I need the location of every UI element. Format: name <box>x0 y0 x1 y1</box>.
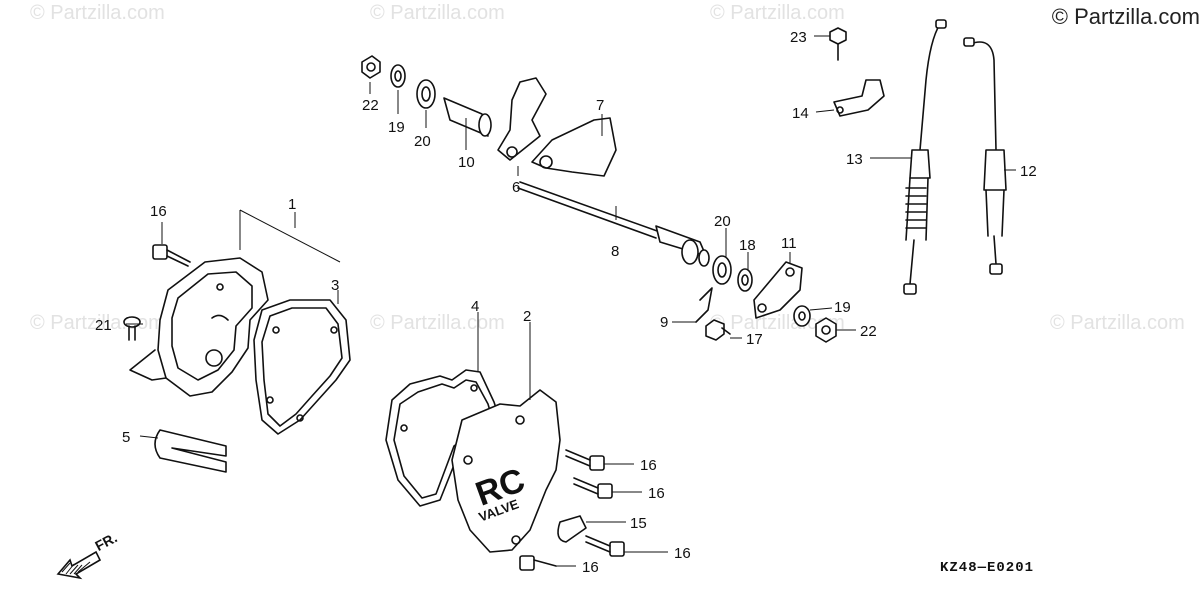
part-washer-19[interactable] <box>793 305 811 327</box>
copyright-notice: © Partzilla.com <box>1051 4 1200 29</box>
callout-16: 16 <box>582 559 599 576</box>
callout-3: 3 <box>331 277 339 294</box>
part-bolt-16[interactable] <box>585 535 625 557</box>
part-gasket-3[interactable] <box>253 299 351 435</box>
part-washer-18[interactable] <box>737 268 753 292</box>
callout-16: 16 <box>640 457 657 474</box>
callout-11: 11 <box>781 235 797 252</box>
front-label: FR. <box>92 529 119 554</box>
watermark: © Partzilla.com <box>370 312 505 334</box>
part-washer-19[interactable] <box>390 64 406 88</box>
watermark: © Partzilla.com <box>370 2 505 24</box>
callout-10: 10 <box>458 154 475 171</box>
callout-1: 1 <box>288 196 296 213</box>
front-direction-arrow-icon <box>56 550 102 580</box>
part-arm-7[interactable] <box>531 117 617 177</box>
part-bracket-14[interactable] <box>833 79 885 117</box>
part-bolt-16[interactable] <box>565 449 605 471</box>
callout-7: 7 <box>596 97 604 114</box>
callout-15: 15 <box>630 515 647 532</box>
part-bolt-23[interactable] <box>829 27 847 61</box>
part-spring-9[interactable] <box>695 287 713 323</box>
callout-20: 20 <box>414 133 431 150</box>
callout-13: 13 <box>846 151 863 168</box>
part-clamp-15[interactable] <box>557 515 587 543</box>
part-bolt-17[interactable] <box>705 319 731 341</box>
part-arm-6[interactable] <box>497 77 547 161</box>
callout-16: 16 <box>150 203 167 220</box>
callout-16: 16 <box>674 545 691 562</box>
callout-9: 9 <box>660 314 668 331</box>
part-bolt-16[interactable] <box>573 477 613 499</box>
part-screw-21[interactable] <box>123 316 141 341</box>
part-nut-22[interactable] <box>361 55 381 79</box>
callout-17: 17 <box>746 331 763 348</box>
callout-8: 8 <box>611 243 619 260</box>
part-shaft-8[interactable] <box>517 181 710 267</box>
leader-lines <box>126 35 1016 567</box>
part-seal-20[interactable] <box>416 79 436 109</box>
callout-5: 5 <box>122 429 130 446</box>
callout-19: 19 <box>834 299 851 316</box>
part-clip-5[interactable] <box>154 429 227 473</box>
watermark: © Partzilla.com <box>710 2 845 24</box>
watermark: © Partzilla.com <box>1050 312 1185 334</box>
part-bolt-16[interactable] <box>519 555 557 571</box>
part-arm-11[interactable] <box>753 261 803 319</box>
callout-22: 22 <box>362 97 379 114</box>
part-collar-10[interactable] <box>443 97 492 137</box>
callout-16: 16 <box>648 485 665 502</box>
callout-2: 2 <box>523 308 531 325</box>
watermark: © Partzilla.com <box>710 312 845 334</box>
callout-6: 6 <box>512 179 520 196</box>
callout-14: 14 <box>792 105 809 122</box>
diagram-code: KZ48—E0201 <box>940 560 1035 576</box>
part-seal-20[interactable] <box>712 255 732 285</box>
callout-23: 23 <box>790 29 807 46</box>
part-rc-valve-cover-2[interactable]: RC VALVE <box>451 389 561 553</box>
part-cover-1[interactable] <box>129 257 269 397</box>
part-cable-12[interactable] <box>963 37 1007 275</box>
callout-20: 20 <box>714 213 731 230</box>
callout-22: 22 <box>860 323 877 340</box>
callout-21: 21 <box>95 317 112 334</box>
callout-4: 4 <box>471 298 479 315</box>
part-cable-13[interactable] <box>903 19 947 295</box>
callout-19: 19 <box>388 119 405 136</box>
watermark: © Partzilla.com <box>30 2 165 24</box>
callout-12: 12 <box>1020 163 1037 180</box>
part-nut-22[interactable] <box>815 317 837 343</box>
part-bolt-16[interactable] <box>152 244 191 267</box>
callout-18: 18 <box>739 237 756 254</box>
